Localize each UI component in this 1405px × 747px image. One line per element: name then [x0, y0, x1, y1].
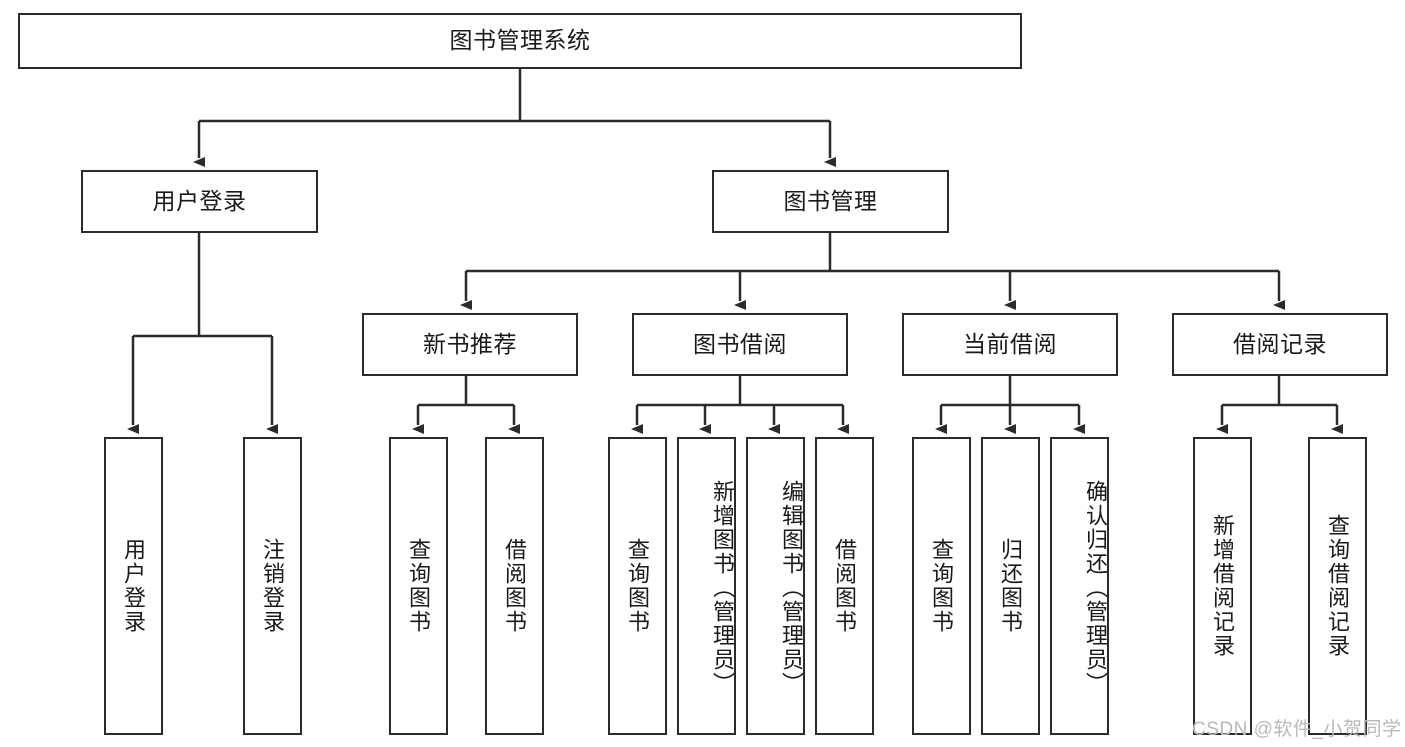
- node-label: 用户登录: [152, 187, 247, 214]
- node-label: 新增图书（管理员）: [710, 480, 735, 696]
- node-label: 新增借阅记录: [1210, 514, 1236, 658]
- node-user-login[interactable]: 用户登录: [81, 170, 318, 233]
- node-current-borrow[interactable]: 当前借阅: [902, 313, 1118, 376]
- node-leaf-query-book-borrow[interactable]: 查询图书: [608, 437, 667, 735]
- node-label: 查询图书: [406, 538, 432, 634]
- node-label: 查询借阅记录: [1325, 514, 1351, 658]
- node-label: 注销登录: [260, 538, 286, 634]
- node-book-borrow[interactable]: 图书借阅: [632, 313, 848, 376]
- node-leaf-user-login[interactable]: 用户登录: [104, 437, 163, 735]
- node-label: 编辑图书（管理员）: [779, 480, 804, 696]
- node-label: 归还图书: [998, 538, 1024, 634]
- node-label: 借阅图书: [502, 538, 528, 634]
- node-leaf-borrow-book[interactable]: 借阅图书: [815, 437, 874, 735]
- node-label: 图书管理: [783, 187, 878, 214]
- node-label: 图书管理系统: [449, 27, 591, 54]
- node-leaf-borrow-book-recommend[interactable]: 借阅图书: [485, 437, 544, 735]
- node-label: 查询图书: [929, 538, 955, 634]
- node-root-book-management-system[interactable]: 图书管理系统: [18, 13, 1022, 69]
- node-borrow-records[interactable]: 借阅记录: [1172, 313, 1388, 376]
- node-leaf-add-borrow-record[interactable]: 新增借阅记录: [1193, 437, 1252, 735]
- node-new-book-recommend[interactable]: 新书推荐: [362, 313, 578, 376]
- node-label: 当前借阅: [963, 330, 1057, 357]
- node-book-management[interactable]: 图书管理: [712, 170, 949, 233]
- node-leaf-edit-book-admin[interactable]: 编辑图书（管理员）: [746, 437, 805, 735]
- node-leaf-add-book-admin[interactable]: 新增图书（管理员）: [677, 437, 736, 735]
- node-label: 图书借阅: [693, 330, 787, 357]
- node-label: 用户登录: [121, 538, 147, 634]
- node-leaf-confirm-return-admin[interactable]: 确认归还（管理员）: [1050, 437, 1109, 735]
- node-label: 查询图书: [625, 538, 651, 634]
- node-label: 借阅图书: [832, 538, 858, 634]
- node-label: 新书推荐: [423, 330, 517, 357]
- node-leaf-logout[interactable]: 注销登录: [243, 437, 302, 735]
- node-leaf-return-book[interactable]: 归还图书: [981, 437, 1040, 735]
- node-label: 确认归还（管理员）: [1083, 480, 1108, 696]
- node-leaf-query-book-recommend[interactable]: 查询图书: [389, 437, 448, 735]
- node-leaf-query-borrow-record[interactable]: 查询借阅记录: [1308, 437, 1367, 735]
- node-label: 借阅记录: [1233, 330, 1327, 357]
- node-leaf-query-book-current[interactable]: 查询图书: [912, 437, 971, 735]
